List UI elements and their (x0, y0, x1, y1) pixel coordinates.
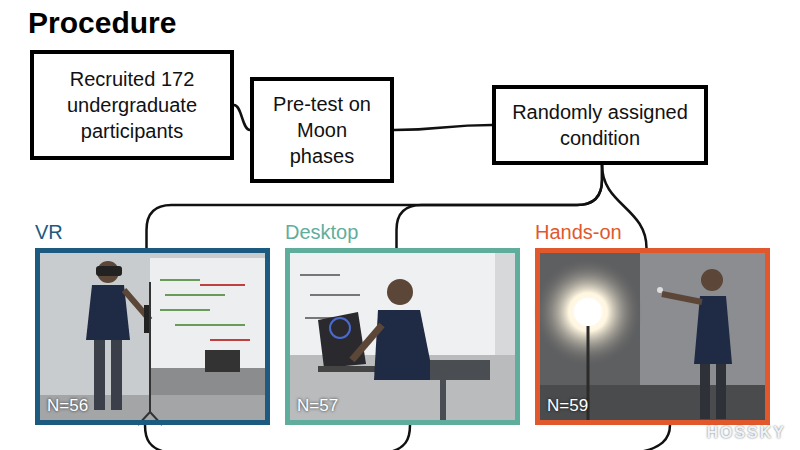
diagram-title: Procedure (28, 6, 176, 40)
condition-heading: Hands-on (535, 221, 622, 244)
connector (234, 105, 250, 130)
desktop-photo (285, 248, 520, 425)
process-box: Recruited 172 undergraduate participants (30, 50, 234, 160)
connector (394, 125, 492, 130)
condition-heading: VR (35, 221, 63, 244)
condition-panel: VRN=56 (35, 248, 270, 425)
box-text: Pre-test on Moon phases (262, 91, 382, 169)
sample-size: N=57 (297, 396, 338, 416)
process-box: Pre-test on Moon phases (250, 77, 394, 183)
sample-size: N=59 (547, 396, 588, 416)
box-text: Recruited 172 undergraduate participants (42, 66, 222, 144)
condition-panel: Hands-onN=59 (535, 248, 770, 425)
continuing-lines (145, 425, 670, 450)
hands-on-photo (533, 248, 770, 425)
process-box: Randomly assigned condition (492, 85, 708, 165)
watermark: HOSSKY (706, 424, 786, 442)
vr-photo (35, 248, 270, 425)
condition-heading: Desktop (285, 221, 358, 244)
sample-size: N=56 (47, 396, 88, 416)
condition-panel: DesktopN=57 (285, 248, 520, 425)
box-text: Randomly assigned condition (504, 99, 696, 151)
